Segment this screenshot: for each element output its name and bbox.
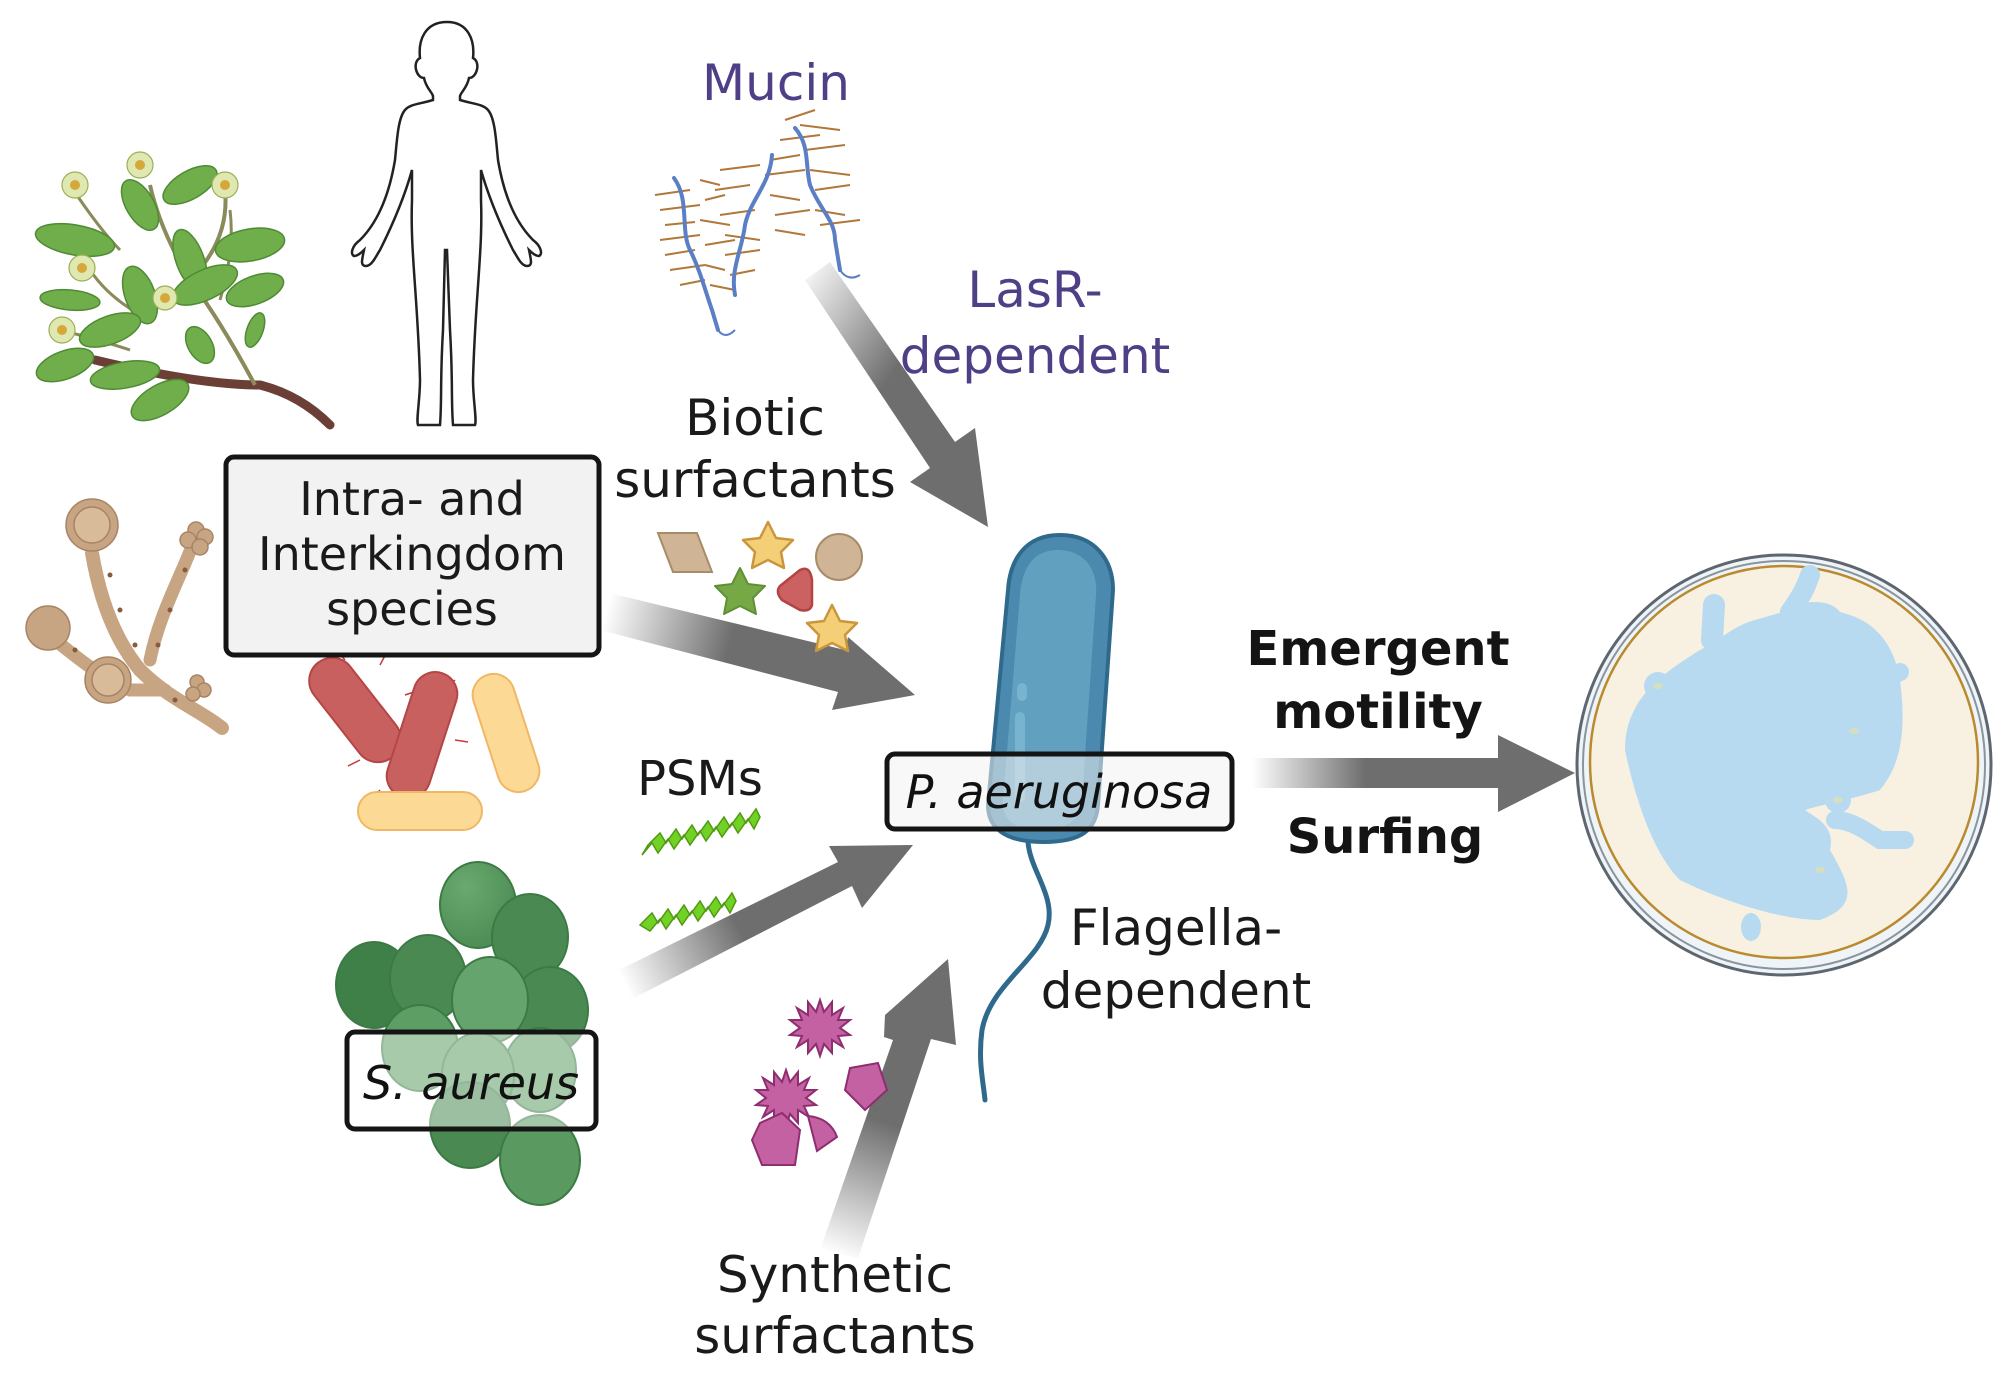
arrow-to-petri-dish — [1252, 735, 1575, 812]
biotic-surfactant-shapes-icon — [656, 520, 863, 653]
lasr-label-line1: LasR- — [967, 261, 1102, 319]
lasr-label-line2: dependent — [900, 327, 1170, 385]
s-aureus-label: S. aureus — [363, 1056, 579, 1110]
arrow-synthetic-to-bacterium — [820, 959, 956, 1258]
arrow-mucin-to-bacterium — [805, 262, 988, 527]
species-label-box: Intra- and Interkingdom species — [223, 454, 602, 658]
arrow-saureus-to-bacterium — [615, 845, 913, 1000]
species-label-line2: Interkingdom — [258, 527, 566, 581]
s-aureus-label-box: S. aureus — [344, 1029, 599, 1132]
mucin-icon — [654, 109, 861, 336]
flagella-dependent-label-line1: Flagella- — [1070, 899, 1282, 957]
synthetic-surfactants-label-line1: Synthetic — [717, 1246, 953, 1304]
plant-icon — [34, 151, 335, 430]
psm-helix-icon — [638, 807, 761, 932]
emergent-motility-label-line1: Emergent — [1246, 621, 1509, 677]
fungus-icon — [25, 498, 229, 735]
biotic-surfactants-label-line1: Biotic — [685, 389, 825, 447]
arrow-species-to-bacterium — [600, 592, 915, 710]
species-label-line3: species — [326, 582, 498, 636]
flagellum-icon — [978, 839, 1052, 1103]
swarm-colony — [1625, 565, 1914, 941]
p-aeruginosa-label-box: P. aeruginosa — [884, 751, 1235, 832]
p-aeruginosa-label: P. aeruginosa — [906, 765, 1213, 819]
mucin-label: Mucin — [702, 54, 850, 112]
human-silhouette-icon — [350, 20, 543, 427]
rod-bacteria-icon — [308, 647, 541, 831]
surfing-label: Surfing — [1287, 809, 1484, 865]
flagella-dependent-label-line2: dependent — [1041, 962, 1311, 1020]
petri-dish-icon — [1575, 553, 1993, 977]
synthetic-surfactant-shapes-icon — [750, 996, 889, 1166]
biotic-surfactants-label-line2: surfactants — [614, 451, 896, 509]
emergent-motility-label-line2: motility — [1273, 684, 1483, 740]
synthetic-surfactants-label-line2: surfactants — [694, 1307, 976, 1365]
species-label-line1: Intra- and — [299, 472, 525, 526]
psms-label: PSMs — [637, 751, 763, 807]
